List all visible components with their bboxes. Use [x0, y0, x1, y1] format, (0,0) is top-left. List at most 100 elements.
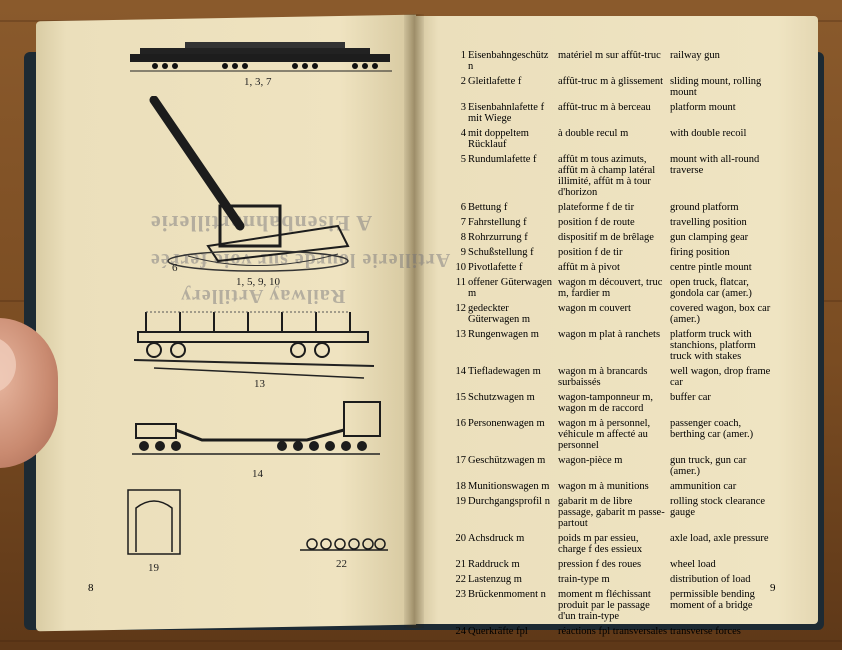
vocab-de: mit doppeltem Rücklauf — [468, 128, 529, 150]
vocab-en: covered wagon, box car (amer.) — [670, 303, 771, 325]
vocab-fr: à double recul m — [558, 128, 629, 139]
vocab-en: sliding mount, rolling mount — [670, 76, 762, 98]
vocab-en: distribution of load — [670, 574, 751, 585]
vocab-num: 7 — [460, 217, 466, 228]
vocab-fr: plateforme f de tir — [558, 202, 635, 213]
left-page-number: 8 — [88, 582, 94, 594]
vocab-de: Brückenmoment n — [468, 589, 546, 600]
vocab-fr: position f de tir — [558, 247, 623, 258]
vocab-fr: pression f des roues — [558, 559, 642, 570]
vocab-en: platform truck with stanchions, platform… — [670, 329, 756, 362]
vocab-de: Gleitlafette f — [468, 76, 522, 87]
vocab-num: 19 — [455, 496, 467, 507]
vocab-en: platform mount — [670, 102, 736, 113]
vocab-de: Durchgangsprofil n — [468, 496, 550, 507]
vocab-de: offener Güterwagen m — [468, 277, 553, 299]
clearance-gauge-illustration — [127, 489, 181, 555]
vocab-de: Eisenbahnlafette f mit Wiege — [468, 102, 545, 124]
vocab-num: 16 — [455, 418, 467, 429]
vocab-fr: affût m à pivot — [558, 262, 620, 273]
vocab-de: Geschützwagen m — [468, 455, 546, 466]
vocab-de: Lastenzug m — [468, 574, 522, 585]
vocab-en: axle load, axle pressure — [670, 533, 769, 544]
vocab-de: gedeckter Güterwagen m — [468, 303, 531, 325]
vocab-fr: wagon m plat à ranchets — [558, 329, 661, 340]
right-page — [414, 16, 818, 624]
vocab-de: Schutzwagen m — [468, 392, 535, 403]
vocab-fr: gabarit m de libre passage, gabarit m pa… — [558, 496, 665, 529]
vocab-num: 12 — [455, 303, 467, 314]
vocab-de: Fahrstellung f — [468, 217, 527, 228]
vocab-fr: wagon m à brancards surbaissés — [558, 366, 648, 388]
vocab-de: Tiefladewagen m — [468, 366, 541, 377]
vocab-de: Rungenwagen m — [468, 329, 539, 340]
vocab-en: firing position — [670, 247, 730, 258]
railway-gun-top-illustration — [130, 42, 392, 72]
vocab-num: 17 — [455, 455, 467, 466]
vocab-fr: wagon m à personnel, véhicule m affecté … — [558, 418, 651, 451]
vocab-num: 22 — [455, 574, 467, 585]
vocab-en: with double recoil — [670, 128, 747, 139]
vocab-fr: dispositif m de brêlage — [558, 232, 654, 243]
well-wagon-illustration — [132, 401, 381, 455]
vocab-de: Querkräfte fpl — [468, 626, 528, 637]
vocab-num: 14 — [455, 366, 467, 377]
vocab-en: transverse forces — [670, 626, 741, 637]
vocab-en: well wagon, drop frame car — [670, 366, 771, 388]
vocab-num: 24 — [455, 626, 467, 637]
vocab-en: rolling stock clearance gauge — [670, 496, 766, 518]
vocab-fr: affût-truc m à glissement — [558, 76, 664, 87]
vocab-num: 20 — [455, 533, 467, 544]
vocab-de: Pivotlafette f — [468, 262, 523, 273]
vocab-en: open truck, flatcar, gondola car (amer.) — [670, 277, 752, 299]
vocab-num: 8 — [460, 232, 466, 243]
vocab-fr: poids m par essieu, charge f des essieux — [558, 533, 643, 555]
vocab-en: passenger coach, berthing car (amer.) — [670, 418, 754, 440]
vocab-en: ammunition car — [670, 481, 737, 492]
vocab-en: permissible bending moment of a bridge — [670, 589, 755, 611]
vocab-en: mount with all-round traverse — [670, 154, 760, 176]
vocab-de: Bettung f — [468, 202, 508, 213]
caption-fig-1-5-9-10: 1, 5, 9, 10 — [236, 276, 280, 288]
vocab-num: 11 — [455, 277, 466, 288]
vocab-num: 23 — [455, 589, 467, 600]
vocab-de: Rohrzurrung f — [468, 232, 528, 243]
vocab-en: travelling position — [670, 217, 747, 228]
vocab-fr: wagon m découvert, truc m, fardier m — [558, 277, 663, 299]
vocab-fr: affût m tous azimuts, affût m à champ la… — [558, 154, 656, 198]
vocab-fr: position f de route — [558, 217, 635, 228]
vocab-en: gun clamping gear — [670, 232, 749, 243]
vocab-num: 1 — [460, 50, 466, 61]
vocab-num: 4 — [460, 128, 466, 139]
vocab-num: 13 — [455, 329, 467, 340]
thumbnail — [0, 336, 16, 394]
vocab-num: 10 — [455, 262, 467, 273]
vocab-de: Schußstellung f — [468, 247, 534, 258]
vocab-num: 6 — [460, 202, 466, 213]
vocab-de: Personenwagen m — [468, 418, 545, 429]
caption-fig-19: 19 — [148, 562, 159, 574]
vocab-en: gun truck, gun car (amer.) — [670, 455, 747, 477]
vocab-fr: moment m fléchissant produit par le pass… — [558, 589, 651, 622]
right-page-number: 9 — [770, 582, 776, 594]
vocab-num: 18 — [455, 481, 467, 492]
caption-fig-6: 6 — [172, 262, 178, 274]
